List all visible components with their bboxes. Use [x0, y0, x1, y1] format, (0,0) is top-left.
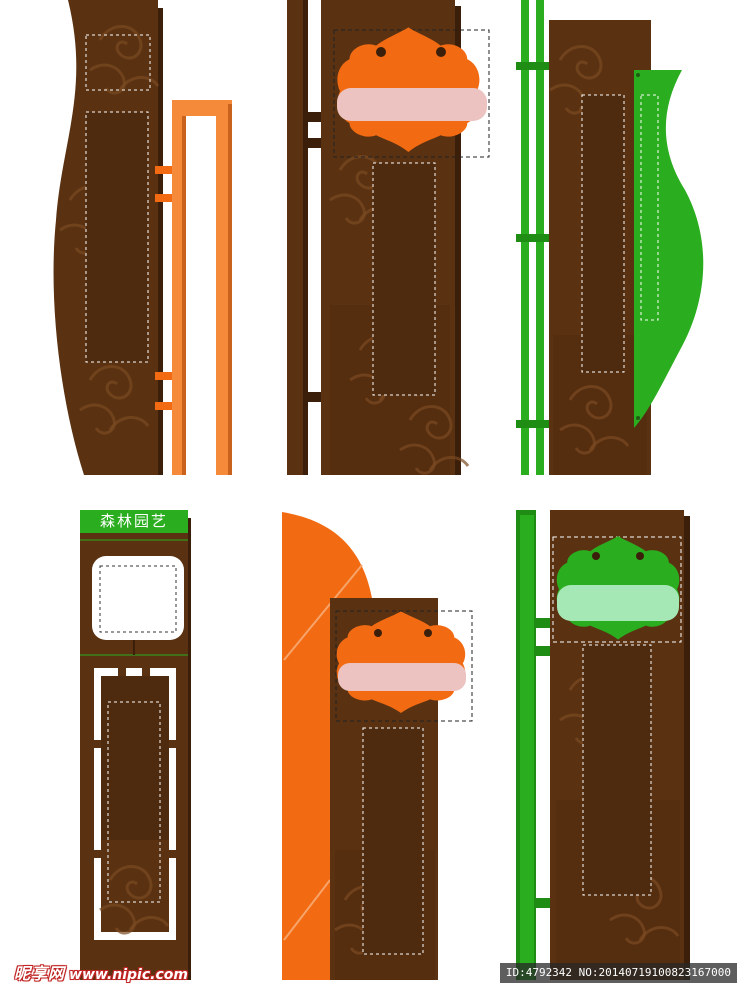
sign-2-hanger [436, 47, 446, 57]
sign-3 [516, 0, 704, 475]
sign-4-main-placeholder [107, 701, 161, 903]
sign-4-header-band [80, 510, 188, 533]
sign-6-post-face [520, 515, 534, 980]
sign-3-pipe-band [516, 420, 552, 428]
sign-3-pipe-band [516, 234, 552, 242]
sign-3-bolt [636, 416, 640, 420]
sign-4-frame-gap [165, 850, 181, 858]
sign-5-orange-sail [282, 512, 372, 980]
sign-2-connector [305, 138, 323, 148]
sign-2-post [287, 0, 305, 475]
sign-5-hanger [374, 629, 382, 637]
sign-6-connector [534, 646, 552, 656]
watermark-site-name: 昵享网 [14, 964, 66, 983]
sign-6-panel-edge [684, 516, 690, 980]
sign-1-main-placeholder [85, 111, 149, 363]
sign-5-hanger [424, 629, 432, 637]
sign-4-window [92, 556, 184, 640]
sign-4-title: 森林园艺 [99, 512, 168, 530]
sign-3-green-leaf [634, 70, 704, 428]
sign-4-frame-gap [142, 662, 150, 678]
sign-1-top-placeholder [85, 34, 151, 91]
sign-2-post-edge [303, 0, 308, 475]
sign-4 [80, 510, 191, 980]
sign-6-connector [534, 898, 552, 908]
sign-1-frame-shade [228, 104, 232, 475]
sign-5-sail-highlight [283, 564, 363, 661]
sign-2-connector [305, 392, 323, 402]
sign-1-panel-edge [158, 8, 163, 475]
sign-2-connector [305, 112, 323, 122]
sign-2-panel-edge [455, 6, 461, 475]
sign-4-frame-gap [90, 850, 106, 858]
sign-6-hanger [592, 552, 600, 560]
sign-6-main-placeholder [582, 644, 652, 896]
sign-5-badge-area [335, 610, 473, 722]
sign-3-pipe-band [516, 62, 552, 70]
sign-3-leaf-placeholder [640, 94, 659, 321]
sign-6-badge-label-plate [557, 585, 679, 621]
sign-2-main-placeholder [372, 162, 436, 396]
sign-1-connector [155, 372, 173, 380]
sign-1-frame-shade [182, 116, 186, 475]
sign-4-frame-gap [165, 740, 181, 748]
sign-6 [516, 510, 690, 980]
sign-1-connector [155, 166, 173, 174]
sign-5-sail-highlight [283, 879, 331, 941]
watermark-id: ID:4792342 NO:20140719100823167000 [499, 963, 737, 983]
sign-4-panel-edge [188, 518, 191, 980]
sign-1-connector [155, 194, 173, 202]
sign-4-frame-gap [118, 662, 126, 678]
sign-3-main-placeholder [581, 94, 625, 373]
sign-5 [282, 512, 473, 980]
sign-4-frame-gap [90, 740, 106, 748]
sign-2-hanger [376, 47, 386, 57]
sign-2 [287, 0, 490, 475]
sign-2-badge-label-plate [337, 88, 487, 121]
sign-5-badge-label-plate [338, 663, 466, 691]
sign-6-connector [534, 618, 552, 628]
sign-5-main-placeholder [362, 727, 424, 955]
sign-6-hanger [636, 552, 644, 560]
watermark-site-url: www.nipic.com [69, 967, 188, 983]
sign-3-bolt [636, 73, 640, 77]
sign-1 [53, 0, 232, 475]
sign-4-window-placeholder [99, 565, 177, 633]
sign-1-orange-frame [172, 100, 232, 475]
sign-1-connector [155, 402, 173, 410]
